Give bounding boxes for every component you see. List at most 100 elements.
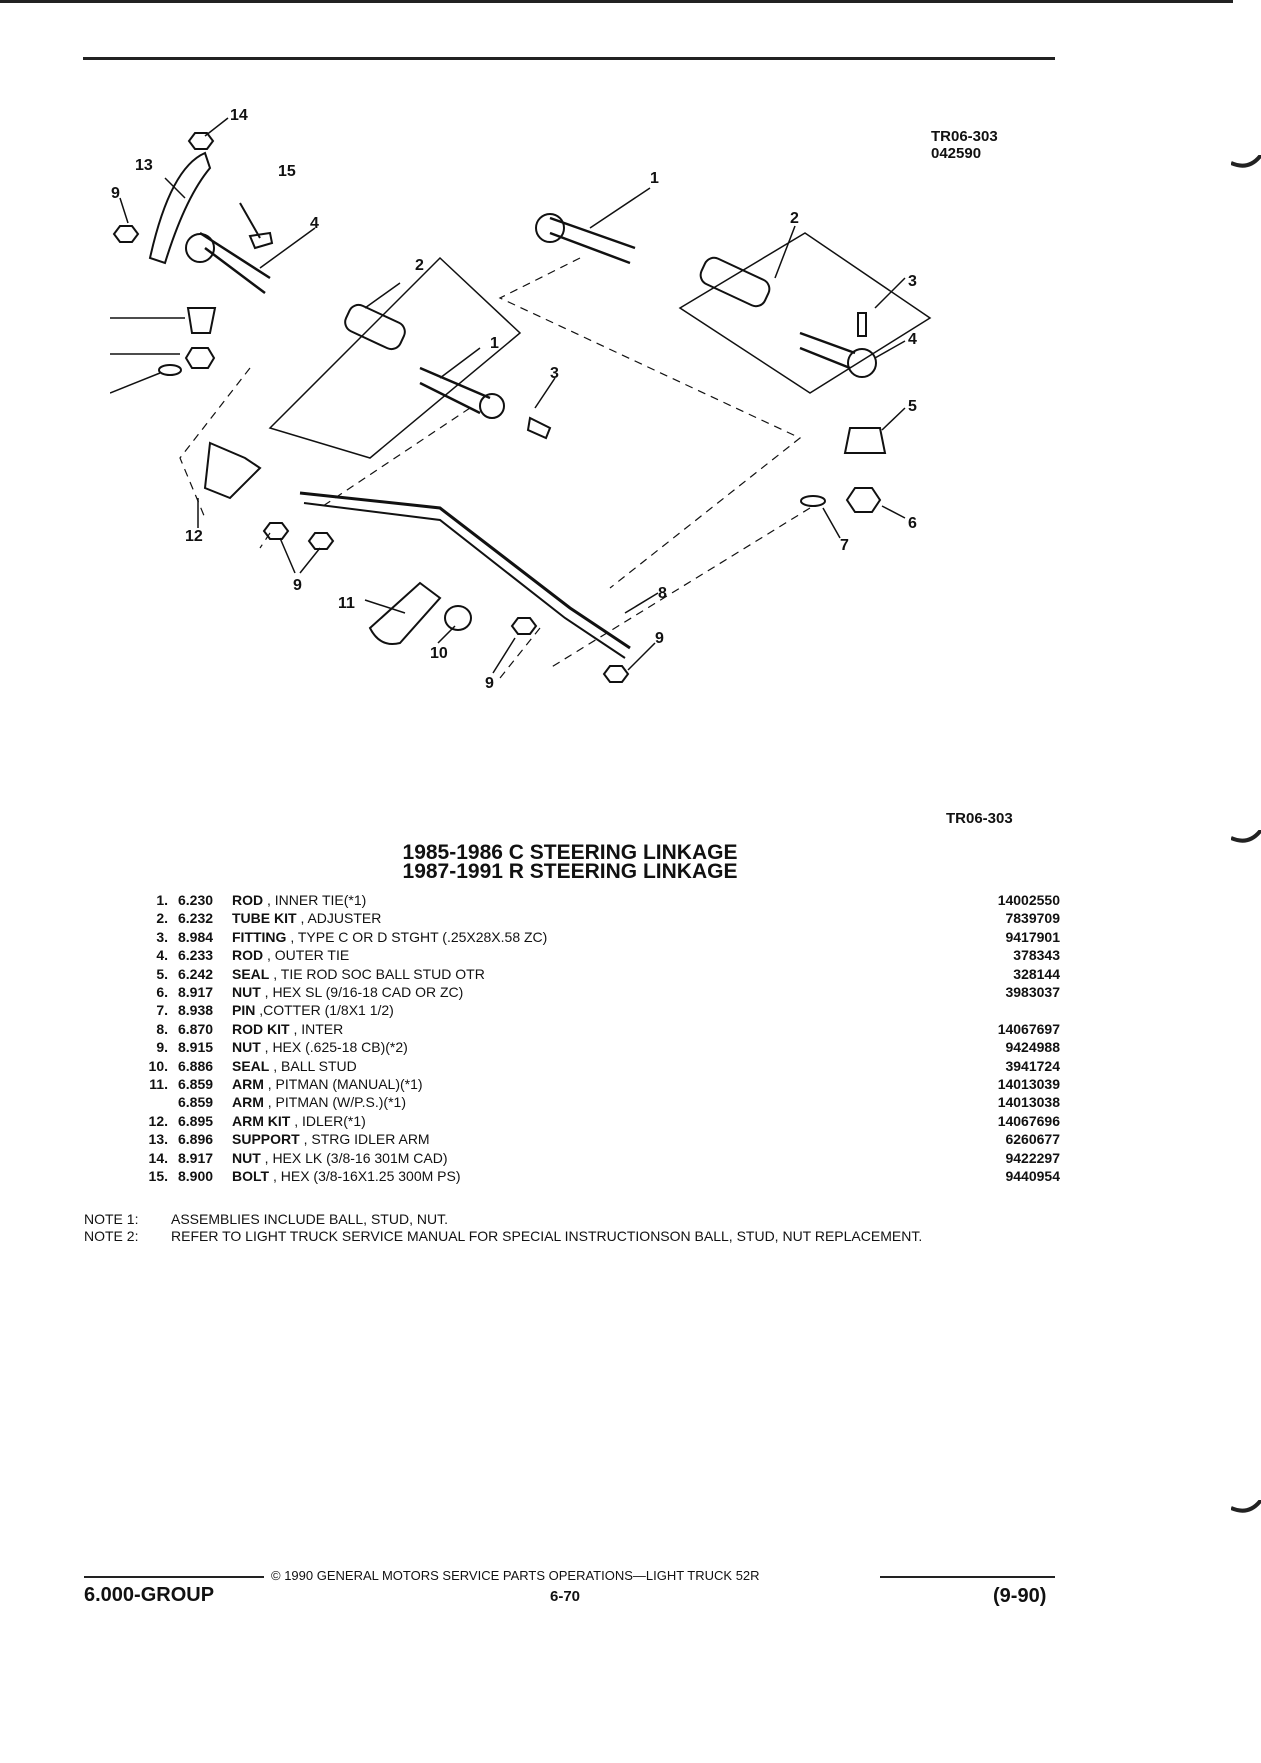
footer-group: 6.000-GROUP <box>84 1584 215 1606</box>
page-number: 6-70 <box>550 1588 581 1605</box>
item-number: 11. <box>149 1076 168 1093</box>
part-number: 14067697 <box>997 1020 1060 1037</box>
item-number: 13. <box>148 1131 168 1148</box>
nut-9-mid-b <box>307 532 335 550</box>
part-name: PIN <box>232 1002 256 1019</box>
item-number: 2. <box>156 910 168 927</box>
group-number: 8.917 <box>178 1149 214 1166</box>
callout-9-a: 9 <box>111 185 120 202</box>
group-number: 6.233 <box>178 947 214 964</box>
footer-date: (9-90) <box>993 1585 1047 1607</box>
part-name: ROD <box>232 947 264 964</box>
part-number: 9417901 <box>1005 928 1060 945</box>
group-number: 6.886 <box>178 1057 214 1074</box>
part-number: 9424988 <box>1005 1039 1060 1056</box>
part-description: NUT , HEX (.625-18 CB)(*2) <box>232 1038 947 1056</box>
part-number: 3941724 <box>1005 1057 1060 1074</box>
item-number: 5. <box>156 965 168 982</box>
part-name: ARM <box>232 1094 264 1111</box>
callout-11: 11 <box>338 595 355 612</box>
part-detail: , HEX SL (9/16-18 CAD OR ZC) <box>264 984 464 1001</box>
group-number: 6.859 <box>178 1076 214 1093</box>
note-2: NOTE 2: REFER TO LIGHT TRUCK SERVICE MAN… <box>84 1228 1071 1245</box>
callout-2-left: 2 <box>415 257 424 274</box>
callout-9-b: 9 <box>293 577 302 594</box>
group-number: 6.230 <box>178 892 214 908</box>
idler-support <box>148 151 212 265</box>
title-line-1: 1985-1986 C STEERING LINKAGE <box>402 841 738 864</box>
part-number: 14013038 <box>997 1094 1060 1111</box>
assembly-dashed-lines <box>179 257 811 679</box>
callout-labels: 14 13 15 9 4 2 1 5 6 7 3 12 9 11 10 9 8 … <box>111 108 917 692</box>
part-name: NUT <box>232 984 261 1001</box>
part-name: FITTING <box>232 928 287 945</box>
callout-3-right: 3 <box>908 273 917 290</box>
part-detail: ,COTTER (1/8X1 1/2) <box>259 1002 394 1019</box>
figure-id-bottom: TR06-303 <box>946 810 1013 827</box>
item-number <box>120 1093 178 1111</box>
callout-4-right: 4 <box>908 331 917 348</box>
part-description: ROD , INNER TIE(*1) <box>232 891 947 909</box>
nut-9-top <box>112 225 140 243</box>
part-name: BOLT <box>232 1168 270 1185</box>
right-cotter-pin <box>800 495 826 507</box>
right-inner-tie-rod <box>549 216 636 265</box>
part-name: NUT <box>232 1039 261 1056</box>
group-number: 8.900 <box>178 1168 214 1185</box>
part-name: ARM <box>232 1076 264 1093</box>
part-description: PIN ,COTTER (1/8X1 1/2) <box>232 1001 947 1019</box>
part-name: SEAL <box>232 965 270 982</box>
right-adjuster-sleeve <box>699 256 771 308</box>
callout-12: 12 <box>185 528 203 545</box>
part-number: 9440954 <box>1005 1168 1060 1185</box>
right-seal <box>843 427 887 454</box>
part-number <box>947 1001 1060 1019</box>
part-number: 3983037 <box>1005 984 1060 1001</box>
right-adjuster-outline <box>678 232 932 394</box>
figure-date-code: 042590 <box>931 145 982 162</box>
nut-9-mid-a <box>262 522 290 540</box>
part-detail: , INNER TIE(*1) <box>267 892 367 908</box>
callout-8: 8 <box>658 585 667 602</box>
part-name: ARM KIT <box>232 1112 291 1129</box>
figure-id: TR06-303 <box>931 128 998 145</box>
group-number: 6.896 <box>178 1131 214 1148</box>
callout-10: 10 <box>430 645 448 662</box>
idler-arm <box>203 441 262 500</box>
part-description: ROD , OUTER TIE <box>232 946 947 964</box>
part-description: SEAL , BALL STUD <box>232 1057 947 1075</box>
center-drag-link <box>299 491 631 650</box>
notes: NOTE 1: ASSEMBLIES INCLUDE BALL, STUD, N… <box>84 1211 1071 1245</box>
part-detail: , TIE ROD SOC BALL STUD OTR <box>273 965 485 982</box>
left-outer-tie-rod <box>199 231 271 294</box>
item-number: 4. <box>156 947 168 964</box>
part-description: FITTING , TYPE C OR D STGHT (.25X28X.58 … <box>232 928 947 946</box>
callout-2-right: 2 <box>790 210 799 227</box>
group-number: 6.242 <box>178 965 214 982</box>
bolt-15 <box>239 202 274 250</box>
item-number: 1. <box>156 892 168 908</box>
left-seal <box>186 307 217 334</box>
callout-9-d: 9 <box>655 630 664 647</box>
part-name: SEAL <box>232 1057 270 1074</box>
callout-6-right: 6 <box>908 515 917 532</box>
left-nut <box>184 347 216 369</box>
leader-lines <box>110 117 906 674</box>
left-adjuster-sleeve <box>344 303 406 351</box>
group-number: 8.938 <box>178 1002 214 1019</box>
part-name: NUT <box>232 1149 261 1166</box>
figure-id-top: TR06-303 042590 <box>931 128 998 162</box>
callout-3-left: 3 <box>550 365 559 382</box>
callout-1-left: 1 <box>490 335 499 352</box>
part-description: SUPPORT , STRG IDLER ARM <box>232 1130 947 1148</box>
note-label: NOTE 1: <box>84 1211 139 1227</box>
callout-15: 15 <box>278 163 296 180</box>
item-number: 12. <box>148 1112 168 1129</box>
callout-14: 14 <box>230 108 248 124</box>
